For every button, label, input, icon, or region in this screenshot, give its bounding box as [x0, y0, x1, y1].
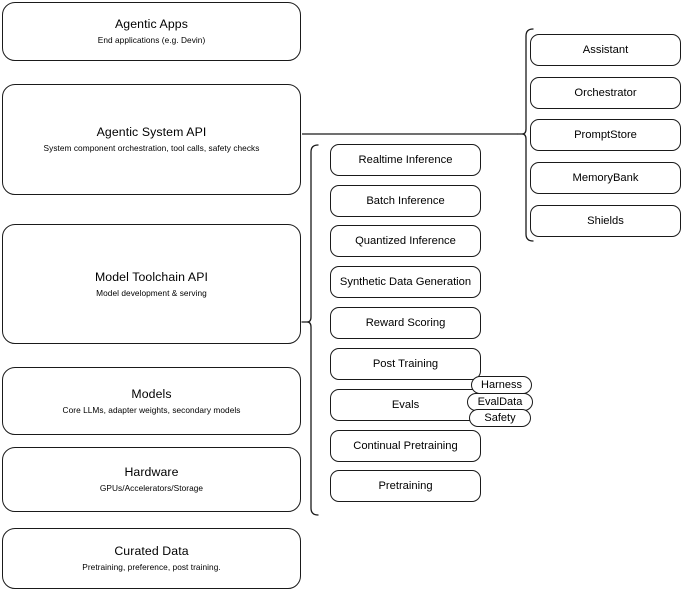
agentic-node-orchestrator[interactable]: Orchestrator — [530, 77, 681, 109]
layer-agentic-system-api[interactable]: Agentic System API System component orch… — [2, 84, 301, 195]
layer-model-toolchain-api[interactable]: Model Toolchain API Model development & … — [2, 224, 301, 344]
badge-label: Harness — [481, 378, 522, 391]
toolchain-brace — [301, 144, 319, 516]
node-label: Batch Inference — [366, 195, 445, 207]
node-label: Realtime Inference — [358, 154, 453, 166]
layer-models[interactable]: Models Core LLMs, adapter weights, secon… — [2, 367, 301, 435]
layer-title: Agentic System API — [96, 125, 207, 139]
layer-subtitle: End applications (e.g. Devin) — [97, 35, 206, 45]
toolchain-node-batch-inference[interactable]: Batch Inference — [330, 185, 481, 217]
layer-hardware[interactable]: Hardware GPUs/Accelerators/Storage — [2, 447, 301, 512]
layer-agentic-apps[interactable]: Agentic Apps End applications (e.g. Devi… — [2, 2, 301, 61]
layer-subtitle: Core LLMs, adapter weights, secondary mo… — [62, 404, 241, 415]
toolchain-node-continual-pretraining[interactable]: Continual Pretraining — [330, 430, 481, 462]
toolchain-node-pretraining[interactable]: Pretraining — [330, 470, 481, 502]
layer-title: Model Toolchain API — [94, 269, 209, 284]
node-label: Evals — [391, 399, 420, 411]
evals-badge-harness[interactable]: Harness — [471, 376, 532, 394]
layer-subtitle: Model development & serving — [96, 287, 207, 298]
layer-subtitle: System component orchestration, tool cal… — [43, 143, 260, 153]
node-label: Orchestrator — [574, 87, 637, 99]
layer-title: Curated Data — [114, 544, 189, 558]
node-label: MemoryBank — [572, 172, 639, 184]
agentic-node-shields[interactable]: Shields — [530, 205, 681, 237]
node-label: Post Training — [372, 358, 439, 370]
toolchain-node-quantized-inference[interactable]: Quantized Inference — [330, 225, 481, 257]
node-label: Pretraining — [378, 480, 433, 492]
toolchain-node-evals[interactable]: Evals — [330, 389, 481, 421]
node-label: Continual Pretraining — [353, 440, 458, 452]
agentic-node-assistant[interactable]: Assistant — [530, 34, 681, 66]
toolchain-node-synthetic-data-generation[interactable]: Synthetic Data Generation — [330, 266, 481, 298]
toolchain-node-post-training[interactable]: Post Training — [330, 348, 481, 380]
toolchain-node-reward-scoring[interactable]: Reward Scoring — [330, 307, 481, 339]
layer-subtitle: Pretraining, preference, post training. — [82, 562, 221, 572]
agentic-node-memorybank[interactable]: MemoryBank — [530, 162, 681, 194]
layer-subtitle: GPUs/Accelerators/Storage — [99, 483, 204, 493]
evals-badge-evaldata[interactable]: EvalData — [467, 393, 533, 411]
node-label: Shields — [587, 215, 624, 227]
layer-title: Hardware — [124, 465, 179, 479]
badge-label: Safety — [484, 411, 516, 424]
node-label: Assistant — [582, 44, 629, 56]
node-label: PromptStore — [574, 129, 637, 141]
layer-title: Models — [131, 386, 172, 401]
evals-badge-safety[interactable]: Safety — [469, 409, 531, 427]
agentic-node-promptstore[interactable]: PromptStore — [530, 119, 681, 151]
layer-title: Agentic Apps — [115, 17, 188, 31]
node-label: Quantized Inference — [355, 235, 456, 247]
node-label: Synthetic Data Generation — [339, 276, 472, 288]
toolchain-node-realtime-inference[interactable]: Realtime Inference — [330, 144, 481, 176]
layer-curated-data[interactable]: Curated Data Pretraining, preference, po… — [2, 528, 301, 589]
badge-label: EvalData — [477, 395, 523, 408]
node-label: Reward Scoring — [365, 317, 446, 329]
